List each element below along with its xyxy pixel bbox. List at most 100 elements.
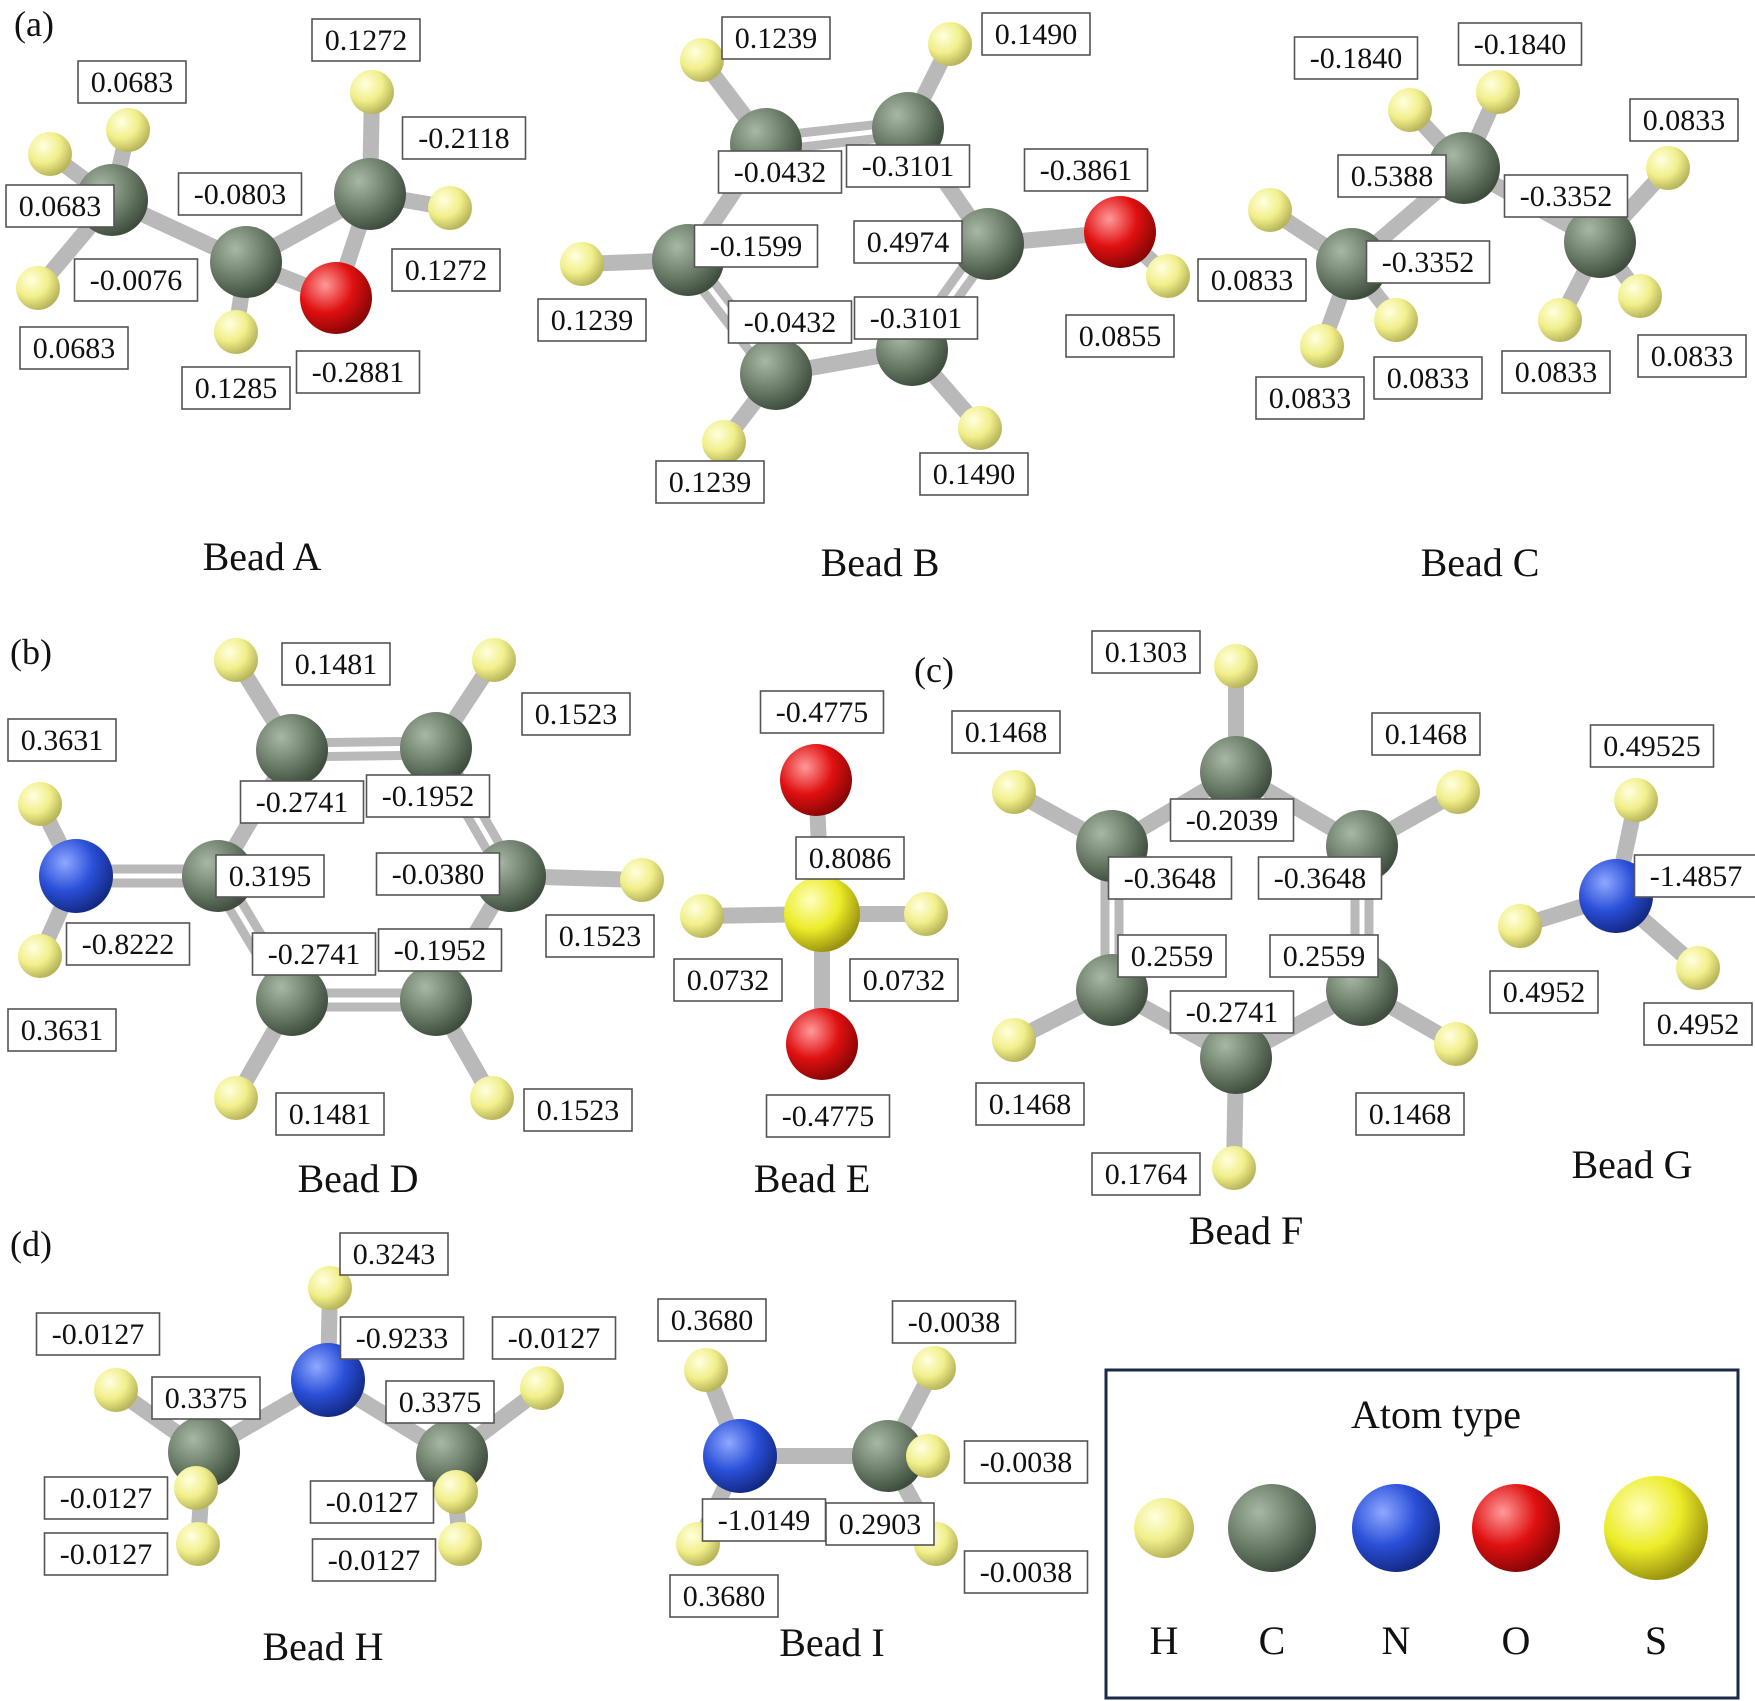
panel-label-d: (d) — [10, 1224, 52, 1264]
bead-i-atom-c — [852, 1420, 924, 1492]
bead-b-charge-label: -0.1599 — [693, 224, 819, 268]
svg-text:-0.1952: -0.1952 — [382, 780, 475, 813]
svg-text:0.0833: 0.0833 — [1269, 382, 1352, 415]
svg-text:-0.3352: -0.3352 — [1382, 246, 1475, 279]
bead-c-atom-h — [1388, 88, 1432, 132]
svg-text:-0.0432: -0.0432 — [734, 156, 827, 189]
bead-i-charge-label: -0.0038 — [963, 1440, 1089, 1484]
bead-e-atom-o — [786, 1008, 858, 1080]
svg-text:0.3680: 0.3680 — [671, 1304, 754, 1337]
svg-text:-0.2118: -0.2118 — [418, 122, 509, 155]
bead-g-charge-label: -1.4857 — [1633, 854, 1755, 898]
bead-d-charge-label: 0.1523 — [521, 692, 631, 736]
svg-text:-0.4775: -0.4775 — [782, 1100, 875, 1133]
bead-d-atom-c — [256, 714, 328, 786]
legend-atom-o — [1472, 1484, 1560, 1572]
bead-f-atom-c — [1200, 736, 1272, 808]
bead-f-charge-label: 0.2559 — [1117, 934, 1227, 978]
bead-e-atom-o — [780, 744, 852, 816]
bead-g-charge-label: 0.4952 — [1643, 1002, 1753, 1046]
bead-g-atom-h — [1676, 946, 1720, 990]
svg-text:0.0732: 0.0732 — [863, 964, 946, 997]
bead-a-charge-label: 0.1272 — [391, 248, 501, 292]
bead-d-charge-label: 0.3631 — [7, 1008, 117, 1052]
bead-b-atom-o — [1084, 196, 1156, 268]
svg-text:0.3375: 0.3375 — [399, 1386, 482, 1419]
bead-i-atom-h — [912, 1346, 956, 1390]
bead-b-atom-c — [952, 208, 1024, 280]
bead-i-charge-label: -0.0038 — [963, 1550, 1089, 1594]
bead-d-atom-h — [470, 1076, 514, 1120]
svg-text:0.4952: 0.4952 — [1503, 976, 1586, 1009]
svg-text:0.3631: 0.3631 — [21, 724, 104, 757]
svg-text:-0.2039: -0.2039 — [1186, 804, 1279, 837]
bead-d-charge-label: -0.1952 — [365, 774, 491, 818]
bead-e-charge-label: 0.0732 — [849, 958, 959, 1002]
bead-e-atom-s — [784, 876, 860, 952]
svg-text:0.3680: 0.3680 — [683, 1580, 766, 1613]
bead-c-atom-c — [1564, 206, 1636, 278]
svg-text:0.1272: 0.1272 — [325, 24, 408, 57]
bead-i-charge-label: -1.0149 — [701, 1498, 827, 1542]
bead-b-atom-h — [680, 38, 724, 82]
svg-text:-0.0038: -0.0038 — [980, 1556, 1073, 1589]
svg-text:0.1303: 0.1303 — [1105, 636, 1188, 669]
bead-b-charge-label: 0.1490 — [919, 452, 1029, 496]
svg-text:0.1285: 0.1285 — [195, 372, 278, 405]
bead-a-charge-label: -0.2881 — [295, 350, 421, 394]
bead-c-atom-h — [1646, 146, 1690, 190]
svg-text:0.2903: 0.2903 — [839, 1508, 922, 1541]
bead-h-atom-h — [434, 1470, 478, 1514]
bead-f-charge-label: -0.2741 — [1169, 990, 1295, 1034]
bead-d-charge-label: -0.0380 — [375, 852, 501, 896]
bead-b-atom-h — [958, 406, 1002, 450]
bead-b-charge-label: -0.0432 — [717, 150, 843, 194]
svg-text:0.0833: 0.0833 — [1515, 356, 1598, 389]
bead-i-atom-n — [703, 1419, 777, 1493]
legend-atoms — [1134, 1476, 1708, 1580]
svg-text:-0.1840: -0.1840 — [1310, 42, 1403, 75]
svg-text:0.2559: 0.2559 — [1283, 940, 1366, 973]
bead-d-charge-label: 0.1481 — [275, 1092, 385, 1136]
legend-symbol-h: H — [1150, 1618, 1179, 1663]
bead-h-atom-h — [176, 1522, 220, 1566]
bead-a-atom-h — [106, 108, 150, 152]
svg-text:0.2559: 0.2559 — [1131, 940, 1214, 973]
svg-text:0.1468: 0.1468 — [965, 716, 1048, 749]
bead-e-title: Bead E — [754, 1156, 871, 1201]
bead-c-charge-label: -0.3352 — [1365, 240, 1491, 284]
bead-f-title: Bead F — [1189, 1208, 1303, 1253]
bead-g-charge-label: 0.49525 — [1589, 724, 1715, 768]
svg-text:0.1468: 0.1468 — [1369, 1098, 1452, 1131]
svg-text:-0.8222: -0.8222 — [82, 928, 175, 961]
svg-text:0.0683: 0.0683 — [19, 190, 102, 223]
bead-b-charge-label: 0.4974 — [853, 220, 963, 264]
svg-text:-0.3101: -0.3101 — [870, 302, 963, 335]
svg-text:0.49525: 0.49525 — [1603, 730, 1701, 763]
bead-h-charge-label: -0.0127 — [43, 1532, 169, 1576]
bead-d-atom-h — [18, 782, 62, 826]
svg-text:-0.2741: -0.2741 — [268, 938, 361, 971]
svg-text:0.1490: 0.1490 — [933, 458, 1016, 491]
svg-text:-0.0038: -0.0038 — [908, 1306, 1001, 1339]
bead-f-charge-label: 0.1764 — [1091, 1152, 1201, 1196]
bead-a-charge-label: 0.1285 — [181, 366, 291, 410]
legend-atom-c — [1228, 1484, 1316, 1572]
bead-e-atom-h — [680, 894, 724, 938]
bead-f-charge-label: 0.1468 — [1355, 1092, 1465, 1136]
bead-b-atom-c — [740, 338, 812, 410]
bead-f-atom-c — [1200, 1022, 1272, 1094]
bead-b-charge-label: 0.1239 — [655, 460, 765, 504]
bead-i-charge-label: -0.0038 — [891, 1300, 1017, 1344]
svg-text:-0.2741: -0.2741 — [256, 786, 349, 819]
bead-h-atom-h — [438, 1522, 482, 1566]
bead-d-charge-label: -0.2741 — [239, 780, 365, 824]
svg-text:0.0833: 0.0833 — [1211, 264, 1294, 297]
panel-label-b: (b) — [10, 632, 52, 672]
svg-text:-0.3648: -0.3648 — [1274, 862, 1367, 895]
svg-text:-0.3352: -0.3352 — [1520, 180, 1613, 213]
svg-text:0.8086: 0.8086 — [809, 842, 892, 875]
bead-c-charge-label: 0.0833 — [1637, 334, 1747, 378]
bead-b-charge-label: 0.1490 — [981, 12, 1091, 56]
